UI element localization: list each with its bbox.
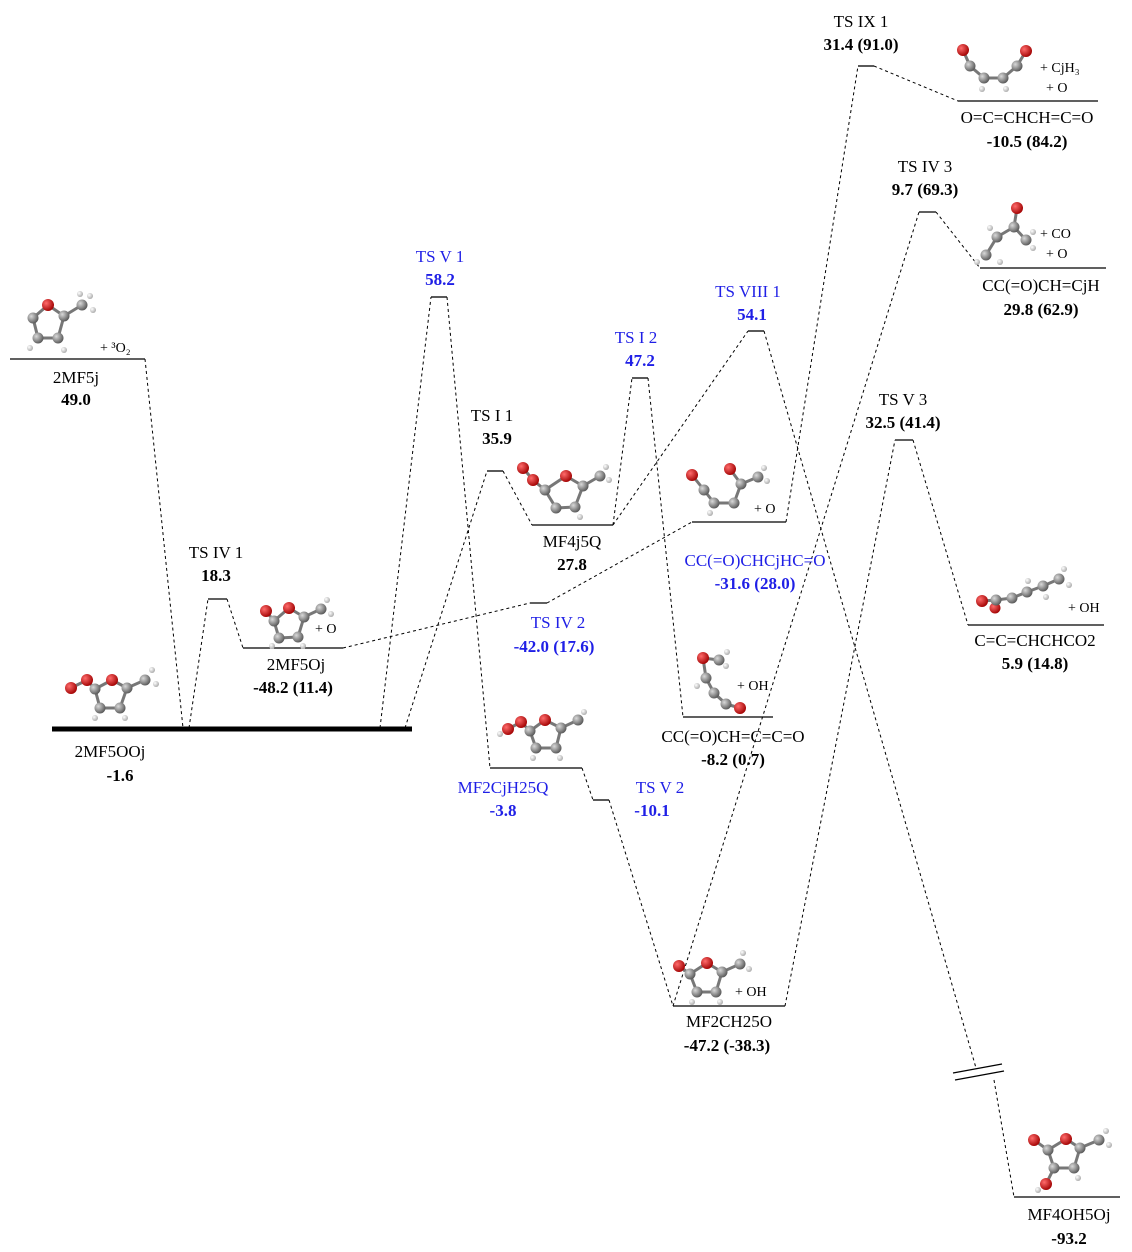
label-ccchchco2-name: C=C=CHCHCO2 (974, 631, 1095, 650)
coproduct-o-label-2: + O (754, 502, 776, 517)
coproduct-o-label-4: + O (1046, 247, 1068, 262)
molecule-ocochchco (957, 44, 1032, 92)
label-ccchchco2-value: 5.9 (14.8) (1002, 654, 1069, 673)
label-tsix1-value: 31.4 (91.0) (823, 35, 898, 54)
coproduct-co-label: + CO (1040, 227, 1071, 242)
label-tsiv1-name: TS IV 1 (189, 543, 243, 562)
label-2mf5ooj-name: 2MF5OOj (75, 742, 146, 761)
label-2mf5ooj-value: -1.6 (107, 766, 134, 785)
molecule-mf4j5q (517, 462, 612, 520)
label-tsv2-value: -10.1 (634, 801, 669, 820)
label-tsiv3-value: 9.7 (69.3) (892, 180, 959, 199)
label-tsi1-name: TS I 1 (471, 406, 514, 425)
label-mf2ch25o-value: -47.2 (-38.3) (684, 1036, 770, 1055)
coproduct-o-label: + O (315, 622, 337, 637)
label-mf4j5q-value: 27.8 (557, 555, 587, 574)
molecule-ccchchco2 (976, 566, 1072, 614)
label-ccochcjhco-value: -31.6 (28.0) (715, 574, 796, 593)
molecule-2mf5ooj (65, 667, 159, 721)
reaction-paths (144, 65, 1015, 1198)
label-2mf5j-name: 2MF5j (53, 368, 99, 387)
label-mf4j5q-name: MF4j5Q (543, 532, 602, 551)
label-tsv1-name: TS V 1 (416, 247, 465, 266)
label-mf2ch25o-name: MF2CH25O (686, 1012, 772, 1031)
label-tsviii1-value: 54.1 (737, 305, 767, 324)
label-2mf5j-value: 49.0 (61, 390, 91, 409)
label-tsv1-value: 58.2 (425, 270, 455, 289)
coproduct-oh-label: + OH (737, 679, 769, 694)
coproduct-oh-label-3: + OH (1068, 601, 1100, 616)
label-mf2cjh25q-name: MF2CjH25Q (458, 778, 549, 797)
label-tsiv2-name: TS IV 2 (531, 613, 585, 632)
label-ccochcjh-name: CC(=O)CH=CjH (982, 276, 1099, 295)
coproduct-o-label-3: + O (1046, 81, 1068, 96)
label-tsv3-value: 32.5 (41.4) (865, 413, 940, 432)
label-tsiv3-name: TS IV 3 (898, 157, 952, 176)
label-ccochcjhco-name: CC(=O)CHCjHC=O (684, 551, 825, 570)
molecule-ccochccco (694, 649, 746, 714)
species-labels: 2MF5j 49.0 2MF5OOj -1.6 TS IV 1 18.3 2MF… (53, 12, 1111, 1248)
label-tsi2-name: TS I 2 (615, 328, 658, 347)
label-tsi2-value: 47.2 (625, 351, 655, 370)
label-tsix1-name: TS IX 1 (834, 12, 889, 31)
break-mark-upper (952, 1063, 1003, 1074)
molecule-ccochcjhco (686, 463, 770, 516)
molecule-2mf5oj (260, 597, 334, 649)
molecule-ccochcjh (974, 202, 1036, 265)
label-2mf5oj-value: -48.2 (11.4) (253, 678, 333, 697)
molecule-mf2cjh25q (497, 709, 587, 761)
label-tsviii1-name: TS VIII 1 (715, 282, 781, 301)
coproduct-cjh3-label: + CjH₃ (1040, 61, 1080, 76)
break-mark-lower (954, 1070, 1005, 1081)
label-tsiv1-value: 18.3 (201, 566, 231, 585)
label-tsv3-name: TS V 3 (879, 390, 928, 409)
label-ccochccco-name: CC(=O)CH=C=C=O (661, 727, 804, 746)
coproduct-o2-label: + ³O₂ (100, 341, 131, 356)
label-mf2cjh25q-value: -3.8 (490, 801, 517, 820)
label-mf4oh5oj-name: MF4OH5Oj (1027, 1205, 1110, 1224)
label-tsv2-name: TS V 2 (636, 778, 685, 797)
energy-levels (10, 65, 1120, 1198)
molecule-mf2ch25o (673, 950, 752, 1005)
label-tsiv2-value: -42.0 (17.6) (514, 637, 595, 656)
molecule-mf4oh5oj (1028, 1128, 1112, 1193)
label-ocochchco-name: O=C=CHCH=C=O (961, 108, 1094, 127)
label-ccochcjh-value: 29.8 (62.9) (1003, 300, 1078, 319)
label-ocochchco-value: -10.5 (84.2) (987, 132, 1068, 151)
molecule-2mf5j (27, 291, 96, 353)
label-mf4oh5oj-value: -93.2 (1051, 1229, 1086, 1248)
coproduct-oh-label-2: + OH (735, 985, 767, 1000)
label-2mf5oj-name: 2MF5Oj (267, 655, 326, 674)
label-ccochccco-value: -8.2 (0.7) (701, 750, 765, 769)
label-tsi1-value: 35.9 (482, 429, 512, 448)
